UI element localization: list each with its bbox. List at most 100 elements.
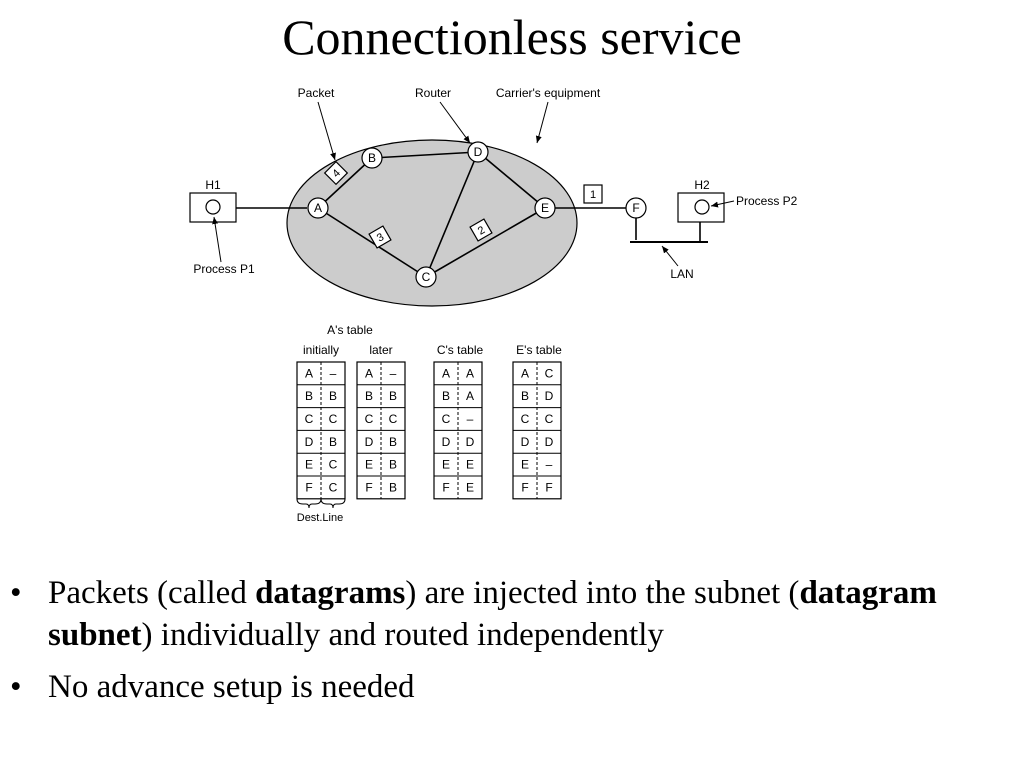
bullet-text: ) individually and routed independently [141,617,664,653]
table-line-cell: D [545,435,554,449]
bullet-dot: • [10,669,22,705]
bullet-text: No advance setup is needed [48,669,415,705]
table-line-cell: D [545,389,554,403]
svg-text:E: E [541,201,549,215]
router-node-a: A [307,197,329,219]
table-dest-cell: D [521,435,530,449]
label-router: Router [415,86,451,100]
table-line-cell: B [329,389,337,403]
table-line-cell: C [329,480,338,494]
table-line-cell: C [389,412,398,426]
dest-brace [296,498,322,509]
network-diagram: A B C D E F 4 3 2 1 Packet Router Carrie… [189,86,798,524]
label-packet: Packet [298,86,335,100]
table-header-c: C's table [437,343,484,357]
label-lan: LAN [670,267,693,281]
links [236,151,708,278]
table-dest-cell: A [305,366,313,380]
table-header-e: E's table [516,343,562,357]
slide-title: Connectionless service [282,9,742,65]
process-p1-icon [205,199,221,215]
table-line-cell: B [389,480,397,494]
table-line-cell: B [389,435,397,449]
table-line-cell: C [545,412,554,426]
router-node-c: C [415,266,437,288]
label-process-p1: Process P1 [193,262,255,276]
label-h1: H1 [205,178,221,192]
table-dest-cell: C [365,412,374,426]
table-line-cell: C [329,412,338,426]
dest-line-label: Dest.Line [297,512,343,524]
table-dest-cell: C [442,412,451,426]
table-dest-cell: A [521,366,529,380]
table-line-cell: F [545,480,552,494]
table-line-cell: E [466,458,474,472]
table-line-cell: B [389,389,397,403]
table-dest-cell: F [521,480,528,494]
table-line-cell: D [466,435,475,449]
table-dest-cell: A [442,366,450,380]
table-line-cell: B [329,435,337,449]
bullet-bold-text: datagram subnet [48,575,937,653]
router-node-b: B [361,147,383,169]
table-dest-cell: F [365,480,372,494]
router-node-f: F [625,197,647,219]
table-dest-cell: B [365,389,373,403]
table-dest-cell: A [365,366,373,380]
table-dest-cell: E [442,458,450,472]
table-dest-cell: F [305,480,312,494]
packet-2: 2 [469,218,493,242]
table-line-cell: A [466,366,474,380]
line-brace [320,498,346,509]
packet-3: 3 [368,225,392,249]
svg-text:1: 1 [590,189,596,201]
table-dest-cell: D [442,435,451,449]
svg-text:3: 3 [375,231,386,244]
bullet-item: •Packets (called datagrams) are injected… [10,572,1010,656]
svg-text:D: D [474,145,483,159]
svg-text:C: C [422,270,431,284]
table-dest-cell: D [365,435,374,449]
table-dest-cell: C [521,412,530,426]
table-dest-cell: E [365,458,373,472]
svg-text:A: A [314,201,322,215]
label-carrier: Carrier's equipment [496,86,601,100]
label-h2: H2 [694,178,710,192]
table-header-initially: initially [303,343,339,357]
table-line-cell: A [466,389,474,403]
table-dest-cell: D [305,435,314,449]
table-dest-cell: E [305,458,313,472]
bullet-text: Packets (called [48,575,256,611]
table-line-cell: C [329,458,338,472]
table-dest-cell: E [521,458,529,472]
table-dest-cell: B [521,389,529,403]
svg-text:F: F [632,201,639,215]
table-line-cell: – [390,366,397,380]
svg-text:2: 2 [476,224,487,237]
router-node-e: E [534,197,556,219]
table-line-cell: – [546,458,553,472]
carrier-ellipse [286,139,578,307]
table-header-later: later [369,343,392,357]
table-dest-cell: C [305,412,314,426]
process-p2-icon [694,199,710,215]
table-line-cell: C [545,366,554,380]
bullet-dot: • [10,575,22,611]
bullet-list: •Packets (called datagrams) are injected… [10,572,1010,718]
table-line-cell: – [330,366,337,380]
table-dest-cell: B [442,389,450,403]
table-dest-cell: F [442,480,449,494]
router-node-d: D [467,141,489,163]
label-process-p2: Process P2 [736,194,798,208]
table-dest-cell: B [305,389,313,403]
table-line-cell: B [389,458,397,472]
bullet-text: ) are injected into the subnet ( [405,575,800,611]
packet-1: 1 [583,184,603,204]
a-table-title: A's table [327,323,373,337]
packet-4: 4 [323,160,349,186]
